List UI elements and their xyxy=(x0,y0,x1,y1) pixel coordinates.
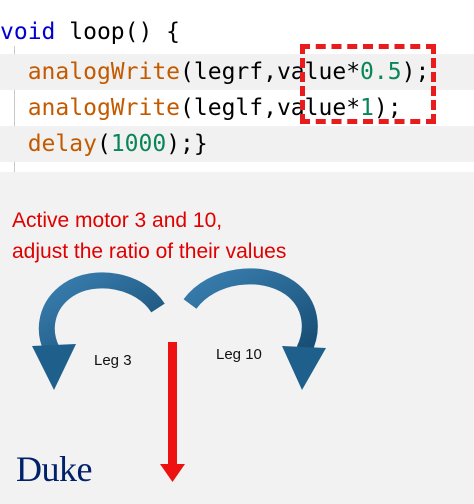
function-delay: delay xyxy=(27,131,97,157)
delay-value: 1000 xyxy=(110,131,167,157)
args-open-1: (legrf,value* xyxy=(180,59,361,85)
args-open-2: (leglf,value* xyxy=(180,95,361,121)
function-analogwrite-2: analogWrite xyxy=(27,95,181,121)
loop-signature: () { xyxy=(124,19,181,45)
indent-guide xyxy=(14,46,15,176)
code-editor: void loop() { analogWrite(legrf,value*0.… xyxy=(0,0,474,180)
args-close-1: ); xyxy=(401,59,430,85)
code-line-2: analogWrite(legrf,value*0.5); xyxy=(0,54,474,90)
curved-arrow-right-icon xyxy=(183,268,326,390)
delay-open: ( xyxy=(96,131,111,157)
ratio-value-1: 0.5 xyxy=(360,59,402,85)
delay-close: );} xyxy=(166,131,208,157)
duke-logo: Duke xyxy=(16,449,92,489)
caption-line-2: adjust the ratio of their values xyxy=(12,240,287,263)
motion-arrows xyxy=(32,268,326,482)
truncated-code-line xyxy=(0,172,474,180)
code-line-3: analogWrite(leglf,value*1); xyxy=(0,90,474,126)
caption: Active motor 3 and 10, adjust the ratio … xyxy=(12,205,452,267)
ratio-value-2: 1 xyxy=(360,95,374,121)
function-analogwrite-1: analogWrite xyxy=(27,59,181,85)
code-line-4: delay(1000);} xyxy=(0,126,474,162)
keyword-void: void xyxy=(0,19,56,45)
explanation-panel xyxy=(0,180,474,504)
leg-10-label: Leg 10 xyxy=(216,346,262,363)
function-name-loop: loop xyxy=(69,19,125,45)
caption-line-1: Active motor 3 and 10, xyxy=(12,209,223,232)
args-close-2: ); xyxy=(373,95,402,121)
highlight-box xyxy=(300,44,436,124)
curved-arrow-left-icon xyxy=(32,272,165,390)
leg-3-label: Leg 3 xyxy=(94,352,132,369)
down-arrow-icon xyxy=(160,342,185,482)
code-line-1: void loop() { xyxy=(0,14,474,50)
